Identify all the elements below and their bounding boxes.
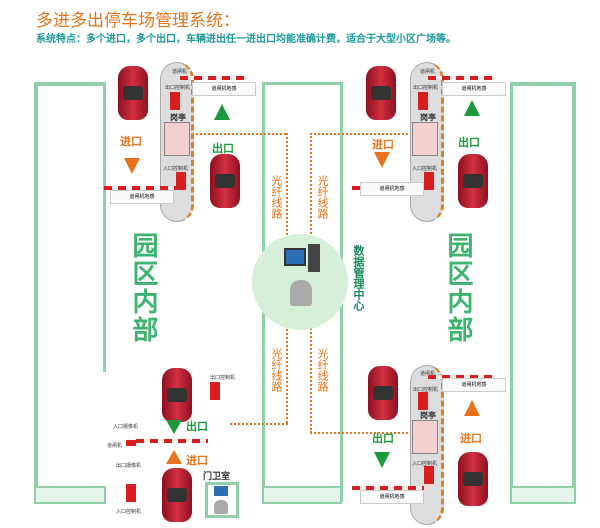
entry-controller-label: 入口控制机 — [412, 461, 438, 467]
road-band — [510, 486, 576, 504]
operator-icon — [164, 122, 190, 156]
entry-controller-label: 入口控制机 — [412, 166, 438, 172]
exit-arrow-icon — [214, 104, 230, 120]
entry-label: 进口 — [120, 135, 142, 148]
fiber-line — [310, 133, 420, 135]
road-border — [572, 82, 576, 504]
exit-arrow-icon — [374, 452, 390, 468]
fiber-line — [310, 432, 420, 434]
entry-controller — [176, 172, 186, 190]
operator-icon — [290, 280, 312, 306]
entry-arrow-icon — [374, 152, 390, 168]
computer-icon — [214, 486, 228, 496]
loop-label: 道闸机地感 — [360, 490, 424, 504]
barrier-arm — [428, 375, 496, 379]
car — [210, 154, 240, 208]
operator-icon — [214, 500, 228, 514]
entry-controller-label: 入口控制机 — [163, 166, 189, 172]
entry-controller-label: 入口控制机 — [116, 509, 142, 515]
loop-label: 道闸机地感 — [442, 82, 506, 96]
exit-controller — [170, 92, 180, 110]
road-border — [510, 82, 513, 502]
booth-label: 岗亭 — [420, 113, 436, 122]
exit-controller — [418, 392, 428, 410]
road-band — [262, 486, 342, 504]
fiber-label: 光纤线路 — [316, 175, 329, 219]
fiber-line — [188, 133, 286, 135]
fiber-line — [230, 423, 288, 425]
fiber-label: 光纤线路 — [270, 175, 283, 219]
exit-controller — [210, 382, 220, 400]
loop-label: 道闸机地感 — [192, 82, 256, 96]
fiber-label: 光纤线路 — [316, 348, 329, 392]
road-border — [34, 82, 104, 86]
entry-label: 进口 — [372, 138, 394, 151]
server-icon — [308, 244, 320, 272]
car — [458, 154, 488, 208]
loop-label: 道闸机地感 — [110, 190, 174, 204]
entry-arrow-icon — [166, 450, 182, 464]
road-border — [510, 82, 574, 86]
gate-label: 道闸机 — [107, 443, 123, 449]
entry-arrow-icon — [124, 158, 140, 174]
entry-arrow-icon — [464, 400, 480, 416]
operator-icon — [412, 420, 438, 454]
exit-arrow-icon — [166, 420, 182, 434]
exit-arrow-icon — [464, 100, 480, 116]
exit-label: 出口 — [212, 142, 234, 155]
car — [368, 366, 398, 420]
car — [458, 452, 488, 506]
loop-label: 道闸机地感 — [442, 378, 506, 392]
gate-device — [126, 440, 136, 446]
booth-label: 岗亭 — [420, 411, 436, 420]
subtitle: 系统特点：多个进口，多个出口，车辆进出任一进出口均能准确计费，适合于大型小区广场… — [36, 34, 456, 45]
entry-controller — [126, 484, 136, 502]
exit-controller-label: 出口控制机 — [165, 85, 191, 91]
exit-label: 出口 — [458, 136, 480, 149]
exit-label: 出口 — [372, 432, 394, 445]
page-title: 多进多出停车场管理系统： — [36, 11, 240, 31]
road-band — [34, 486, 106, 504]
entry-label: 进口 — [460, 432, 482, 445]
exit-controller-label: 出口控制机 — [413, 387, 439, 393]
entry-controller — [424, 172, 434, 190]
gate-label: 道闸机 — [420, 371, 436, 377]
barrier-arm — [104, 186, 176, 190]
zone-label-left: 园区内部 — [128, 232, 158, 344]
barrier-arm — [352, 486, 424, 490]
gate-label: 道闸机 — [420, 69, 436, 75]
guard-room-label: 门卫室 — [203, 472, 231, 482]
exit-controller-label: 出口控制机 — [413, 85, 439, 91]
exit-camera-label: 出口摄像机 — [116, 463, 142, 469]
entry-label: 进口 — [186, 454, 208, 467]
barrier-arm — [428, 76, 496, 80]
car — [118, 66, 148, 120]
barrier-arm — [136, 439, 208, 443]
fiber-label: 光纤线路 — [270, 348, 283, 392]
computer-icon — [284, 248, 306, 266]
entry-controller — [424, 466, 434, 484]
entry-camera-label: 入口摄像机 — [113, 424, 139, 430]
exit-controller-label: 出口控制机 — [210, 375, 236, 381]
car — [162, 368, 192, 422]
car — [162, 468, 192, 522]
exit-controller — [418, 92, 428, 110]
barrier-arm — [180, 76, 248, 80]
car — [366, 66, 396, 120]
gate-label: 道闸机 — [172, 69, 188, 75]
booth-label: 岗亭 — [170, 113, 186, 122]
exit-label: 出口 — [186, 420, 208, 433]
loop-label: 道闸机地感 — [360, 182, 424, 196]
road-border — [103, 82, 106, 372]
zone-label-right: 园区内部 — [443, 232, 473, 344]
operator-icon — [412, 122, 438, 156]
road-border — [34, 82, 38, 504]
road-border — [262, 82, 342, 85]
data-center-label: 数据管理中心 — [352, 245, 365, 311]
